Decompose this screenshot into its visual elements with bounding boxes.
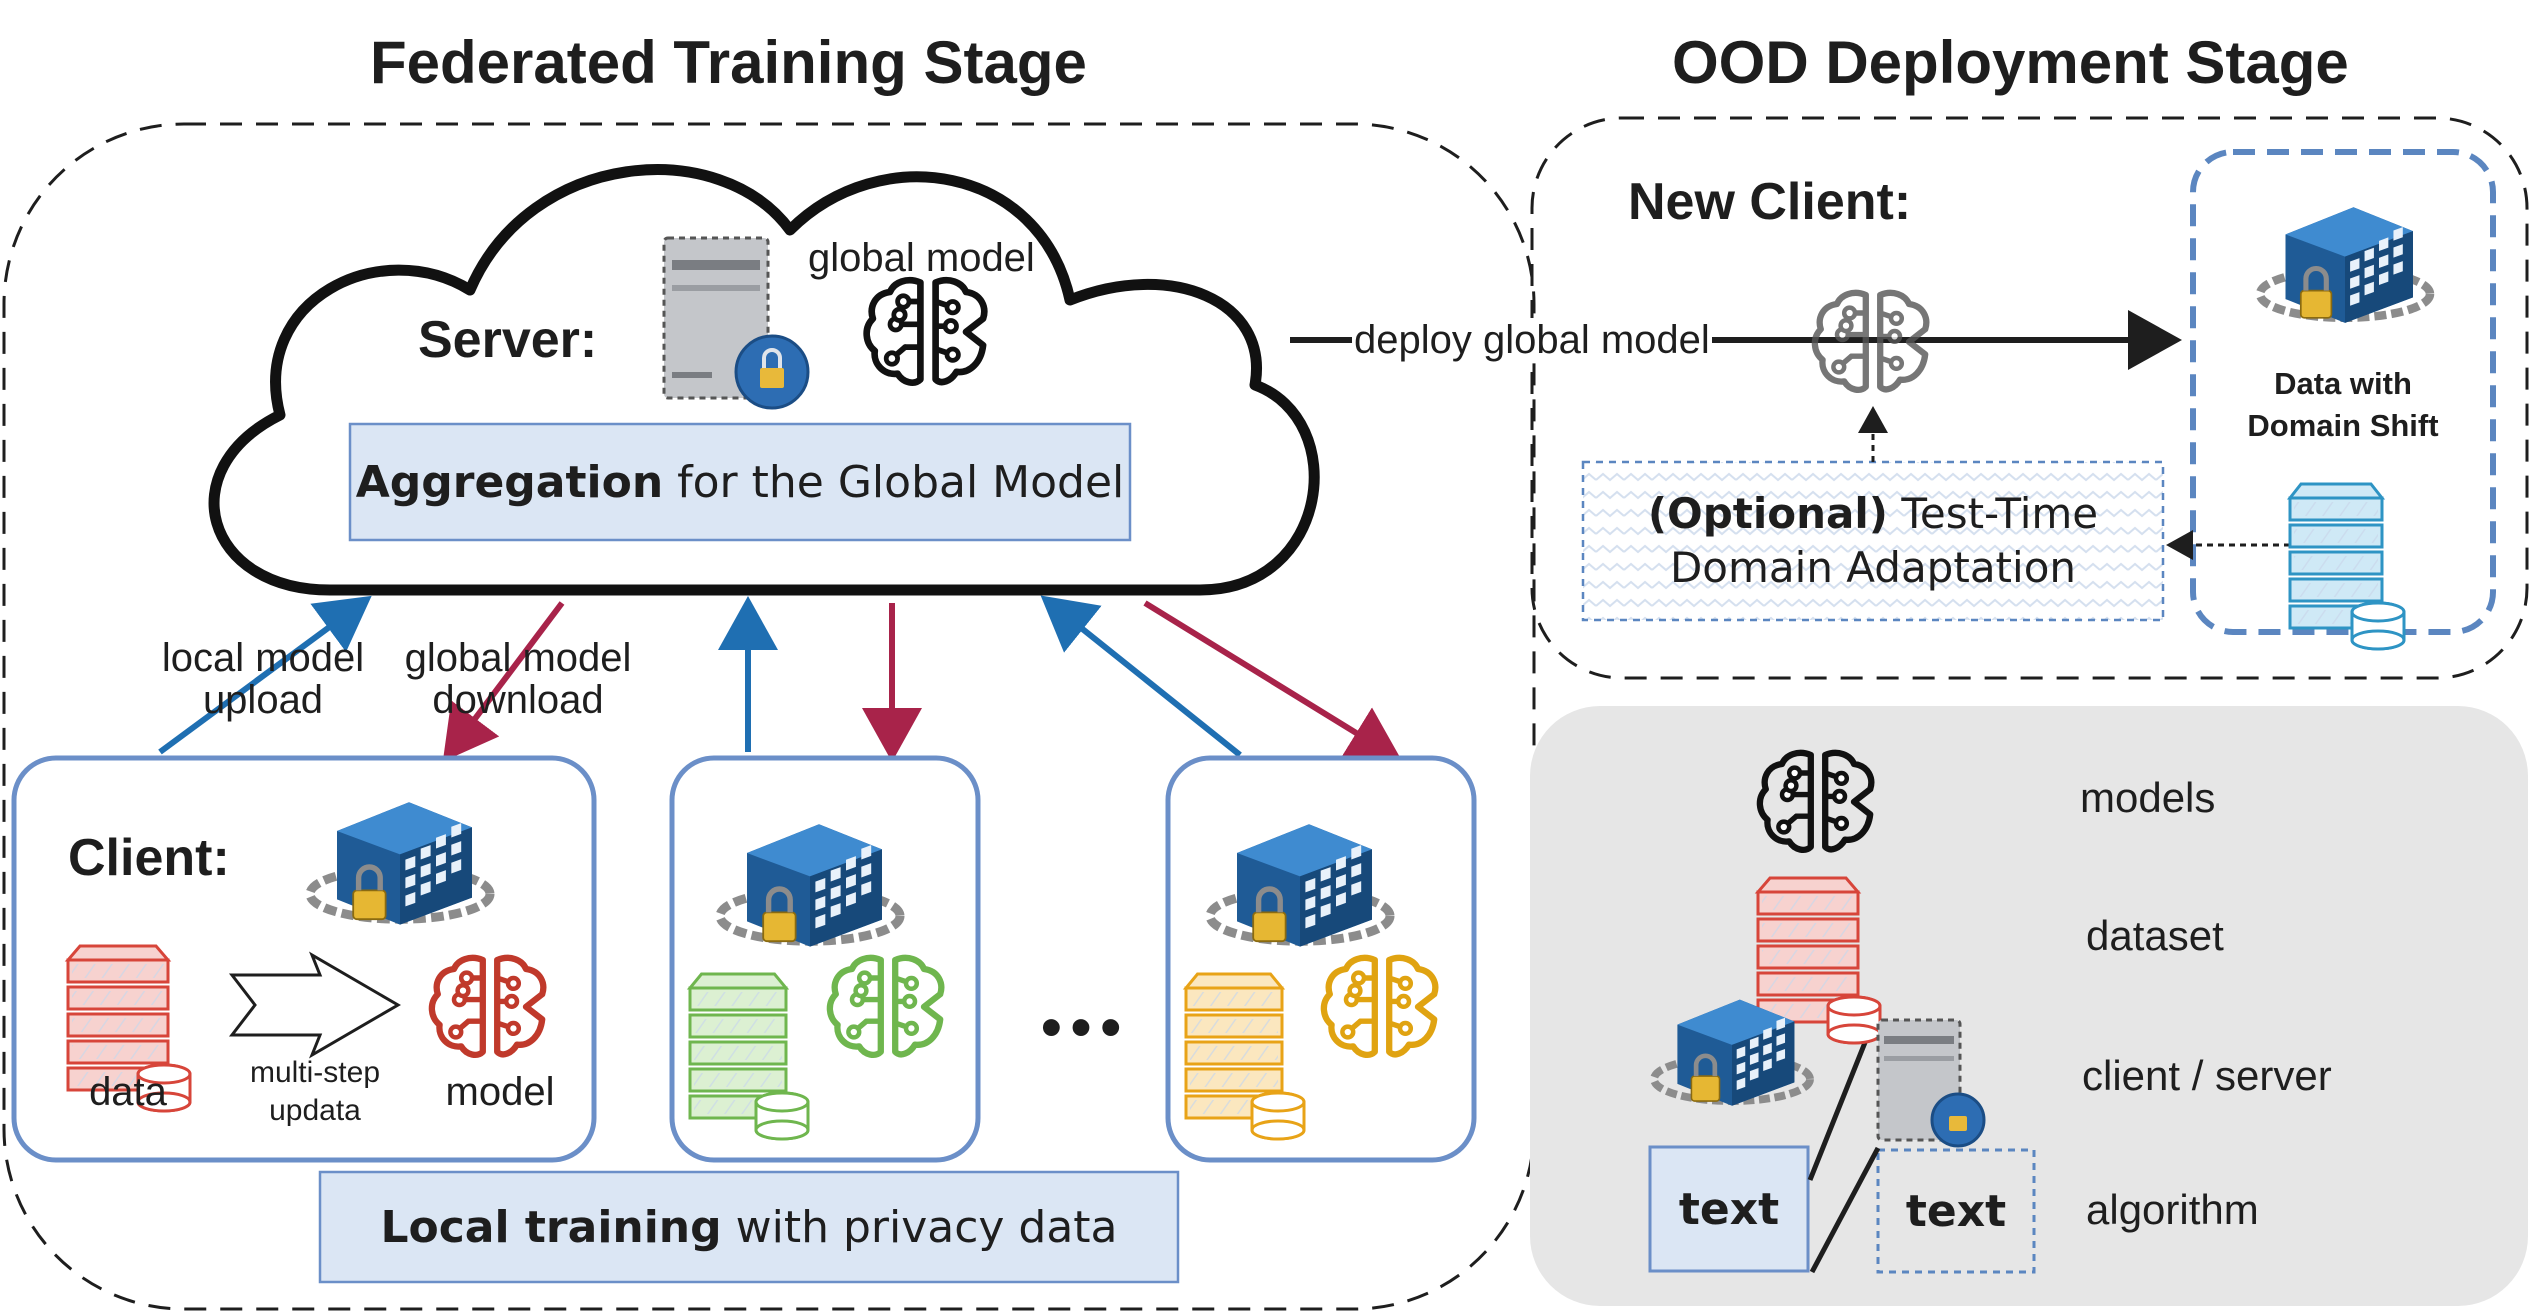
upload-label-line1: local model [161, 636, 365, 680]
arrow-download-3 [1143, 600, 1403, 762]
legend-dataset: dataset [2086, 912, 2224, 959]
arrow-upload-1 [158, 595, 372, 755]
step-label-line1: multi-step [249, 1056, 381, 1089]
legend-algorithm: algorithm [2086, 1186, 2259, 1233]
client3-model-icon [1320, 954, 1439, 1058]
training-stage-title: Federated Training Stage [370, 29, 1087, 96]
download-label-line1: global model [404, 636, 632, 680]
client-data-label: data [89, 1070, 167, 1114]
aggregation-rest: for the Global Model [663, 456, 1125, 508]
legend-slash-1 [1807, 1024, 1875, 1181]
legend-slash-2 [1809, 1146, 1881, 1274]
client2-model-icon [826, 954, 945, 1058]
client1-model-icon [428, 954, 547, 1058]
data-shift-line2: Domain Shift [2247, 408, 2439, 443]
client-label: Client: [68, 829, 230, 887]
client3-data-icon [1182, 972, 1306, 1141]
client2-building-icon [715, 824, 905, 947]
domain-shift-box [2190, 149, 2496, 635]
local-training-bold: Local training [380, 1201, 722, 1253]
arrow-download-1 [442, 601, 565, 762]
aggregation-bold: Aggregation [355, 456, 664, 508]
tta-box [1581, 460, 2165, 622]
local-training-text: Local training with privacy data [320, 1172, 1178, 1282]
deployment-stage-panel [1530, 116, 2529, 680]
global-model-brain-icon [863, 276, 988, 386]
arrow-upload-3 [1040, 595, 1242, 758]
global-model-label: global model [808, 236, 1035, 280]
aggregation-text: Aggregation for the Global Model [350, 424, 1130, 540]
legend-client-server: client / server [2082, 1052, 2332, 1099]
local-training-box [318, 1170, 1180, 1284]
legend-client-icon [1650, 999, 1814, 1106]
client2-data-icon [686, 972, 810, 1141]
tta-rest: Test-Time [1887, 489, 2099, 539]
client-model-label: model [445, 1070, 555, 1114]
aggregation-box [348, 422, 1132, 542]
training-stage-panel [2, 122, 1536, 1311]
new-client-label: New Client: [1628, 173, 1912, 231]
legend-text-dashed: text [1905, 1185, 2007, 1237]
download-label-line2: download [432, 678, 604, 722]
legend-algo-dashed-box [1876, 1148, 2036, 1274]
domain-shift-data-icon [2286, 482, 2406, 651]
client3-building-icon [1205, 824, 1395, 947]
tta-bold: (Optional) [1647, 489, 1888, 539]
legend-model-icon [1756, 749, 1875, 853]
deployment-stage-title: OOD Deployment Stage [1672, 29, 2349, 96]
upload-label-line2: upload [202, 678, 324, 722]
step-label-line2: updata [269, 1094, 361, 1127]
tta-line2: Domain Adaptation [1669, 543, 2077, 592]
legend-dataset-icon [1754, 876, 1882, 1045]
legend-server-icon [1876, 1018, 1986, 1148]
server-icon [662, 236, 810, 410]
local-training-rest: with privacy data [721, 1201, 1118, 1253]
legend-models: models [2080, 774, 2216, 821]
new-client-model-icon [1811, 289, 1930, 393]
deploy-label: deploy global model [1352, 318, 1712, 363]
legend-algo-solid-box [1648, 1145, 1810, 1273]
icon-layer [64, 207, 2435, 1148]
server-label: Server: [418, 311, 598, 369]
client1-data-icon [64, 944, 192, 1113]
legend-text-solid: text [1678, 1183, 1780, 1235]
data-shift-line1: Data with [2274, 366, 2412, 401]
tta-text: (Optional) Test-Time Domain Adaptation [1583, 462, 2163, 620]
multi-step-arrow [228, 951, 401, 1059]
clients-ellipsis: ••• [1040, 993, 1130, 1062]
domain-shift-building-icon [2255, 207, 2435, 323]
client1-building-icon [305, 802, 495, 925]
